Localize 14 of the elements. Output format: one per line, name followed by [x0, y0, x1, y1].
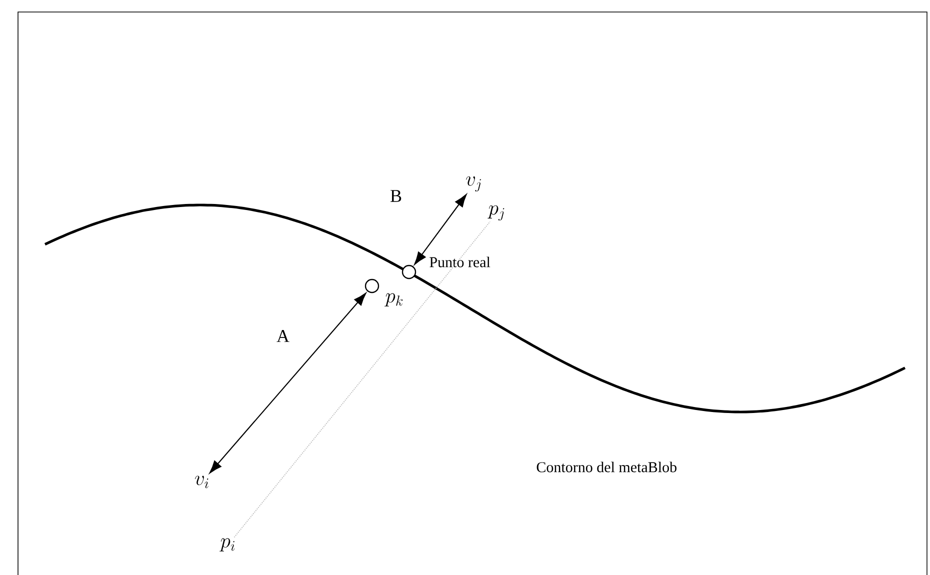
edge-label: A	[276, 329, 290, 343]
point-marker	[364, 278, 380, 294]
math-label: $p_i$	[220, 538, 235, 552]
dotted-line	[234, 221, 491, 538]
math-label: $v_i$	[195, 476, 208, 488]
edge-label: B	[389, 189, 403, 203]
point-label: Punto real	[430, 256, 490, 268]
point-marker	[402, 264, 416, 280]
arrow	[209, 292, 366, 474]
math-label: $v_j$	[466, 176, 481, 192]
math-label: $p_k$	[384, 293, 403, 306]
curve-label: Contorno del metaBlob	[536, 462, 676, 472]
math-label: $p_j$	[488, 205, 504, 221]
arrow	[414, 194, 467, 265]
